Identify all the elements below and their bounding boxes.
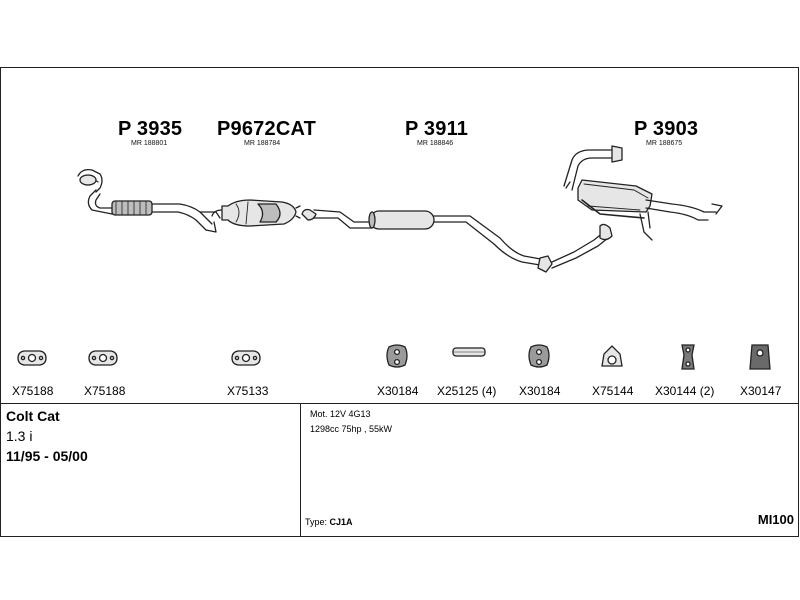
rubber-hanger-icon-1 — [386, 344, 408, 368]
engine-code: Mot. 12V 4G13 — [310, 409, 371, 419]
frame-right-border — [798, 67, 799, 537]
accessory-label-7: X75144 — [592, 384, 634, 398]
accessory-label-9: X30147 — [740, 384, 782, 398]
part-ref-rear-silencer: MR 188675 — [646, 140, 683, 147]
accessory-label-3: X75133 — [227, 384, 269, 398]
part-ref-front-pipe: MR 188801 — [131, 140, 168, 147]
vehicle-model: Colt Cat — [6, 408, 60, 424]
vehicle-years: 11/95 - 05/00 — [6, 448, 88, 464]
front-pipe-drawing — [77, 168, 221, 233]
info-divider — [0, 403, 798, 404]
accessory-label-2: X75188 — [84, 384, 126, 398]
part-label-rear-silencer: P 3903 — [634, 118, 699, 140]
info-column-divider — [300, 403, 301, 537]
accessory-label-5: X25125 (4) — [437, 384, 497, 398]
catalyst-drawing — [211, 199, 301, 227]
flange-gasket-icon — [601, 345, 623, 367]
middle-silencer-drawing — [301, 208, 553, 273]
rear-silencer-drawing — [551, 145, 723, 269]
rubber-hanger-icon-2 — [528, 344, 550, 368]
sleeve-icon — [452, 347, 486, 357]
gasket-icon-2 — [88, 350, 118, 366]
accessory-label-4: X30184 — [377, 384, 419, 398]
type-label: Type: — [305, 517, 328, 527]
type-value: CJ1A — [329, 517, 353, 527]
diagram-frame — [0, 67, 798, 537]
type-line: Type: CJ1A — [305, 517, 353, 527]
hanger-strap-icon — [681, 344, 695, 370]
rubber-mount-icon — [749, 344, 771, 370]
accessory-label-8: X30144 (2) — [655, 384, 715, 398]
part-label-middle-silencer: P 3911 — [405, 118, 469, 140]
part-ref-catalyst: MR 188784 — [244, 140, 281, 147]
accessory-label-6: X30184 — [519, 384, 561, 398]
part-label-front-pipe: P 3935 — [118, 118, 183, 140]
frame-left-border — [0, 67, 1, 537]
gasket-icon-3 — [231, 350, 261, 366]
accessory-label-1: X75188 — [12, 384, 54, 398]
part-label-catalyst: P9672CAT — [217, 118, 317, 140]
gasket-icon-1 — [17, 350, 47, 366]
kit-code: MI100 — [757, 512, 794, 527]
vehicle-engine: 1.3 i — [6, 428, 33, 444]
engine-spec: 1298cc 75hp , 55kW — [310, 424, 393, 434]
part-ref-middle-silencer: MR 188846 — [417, 140, 454, 147]
